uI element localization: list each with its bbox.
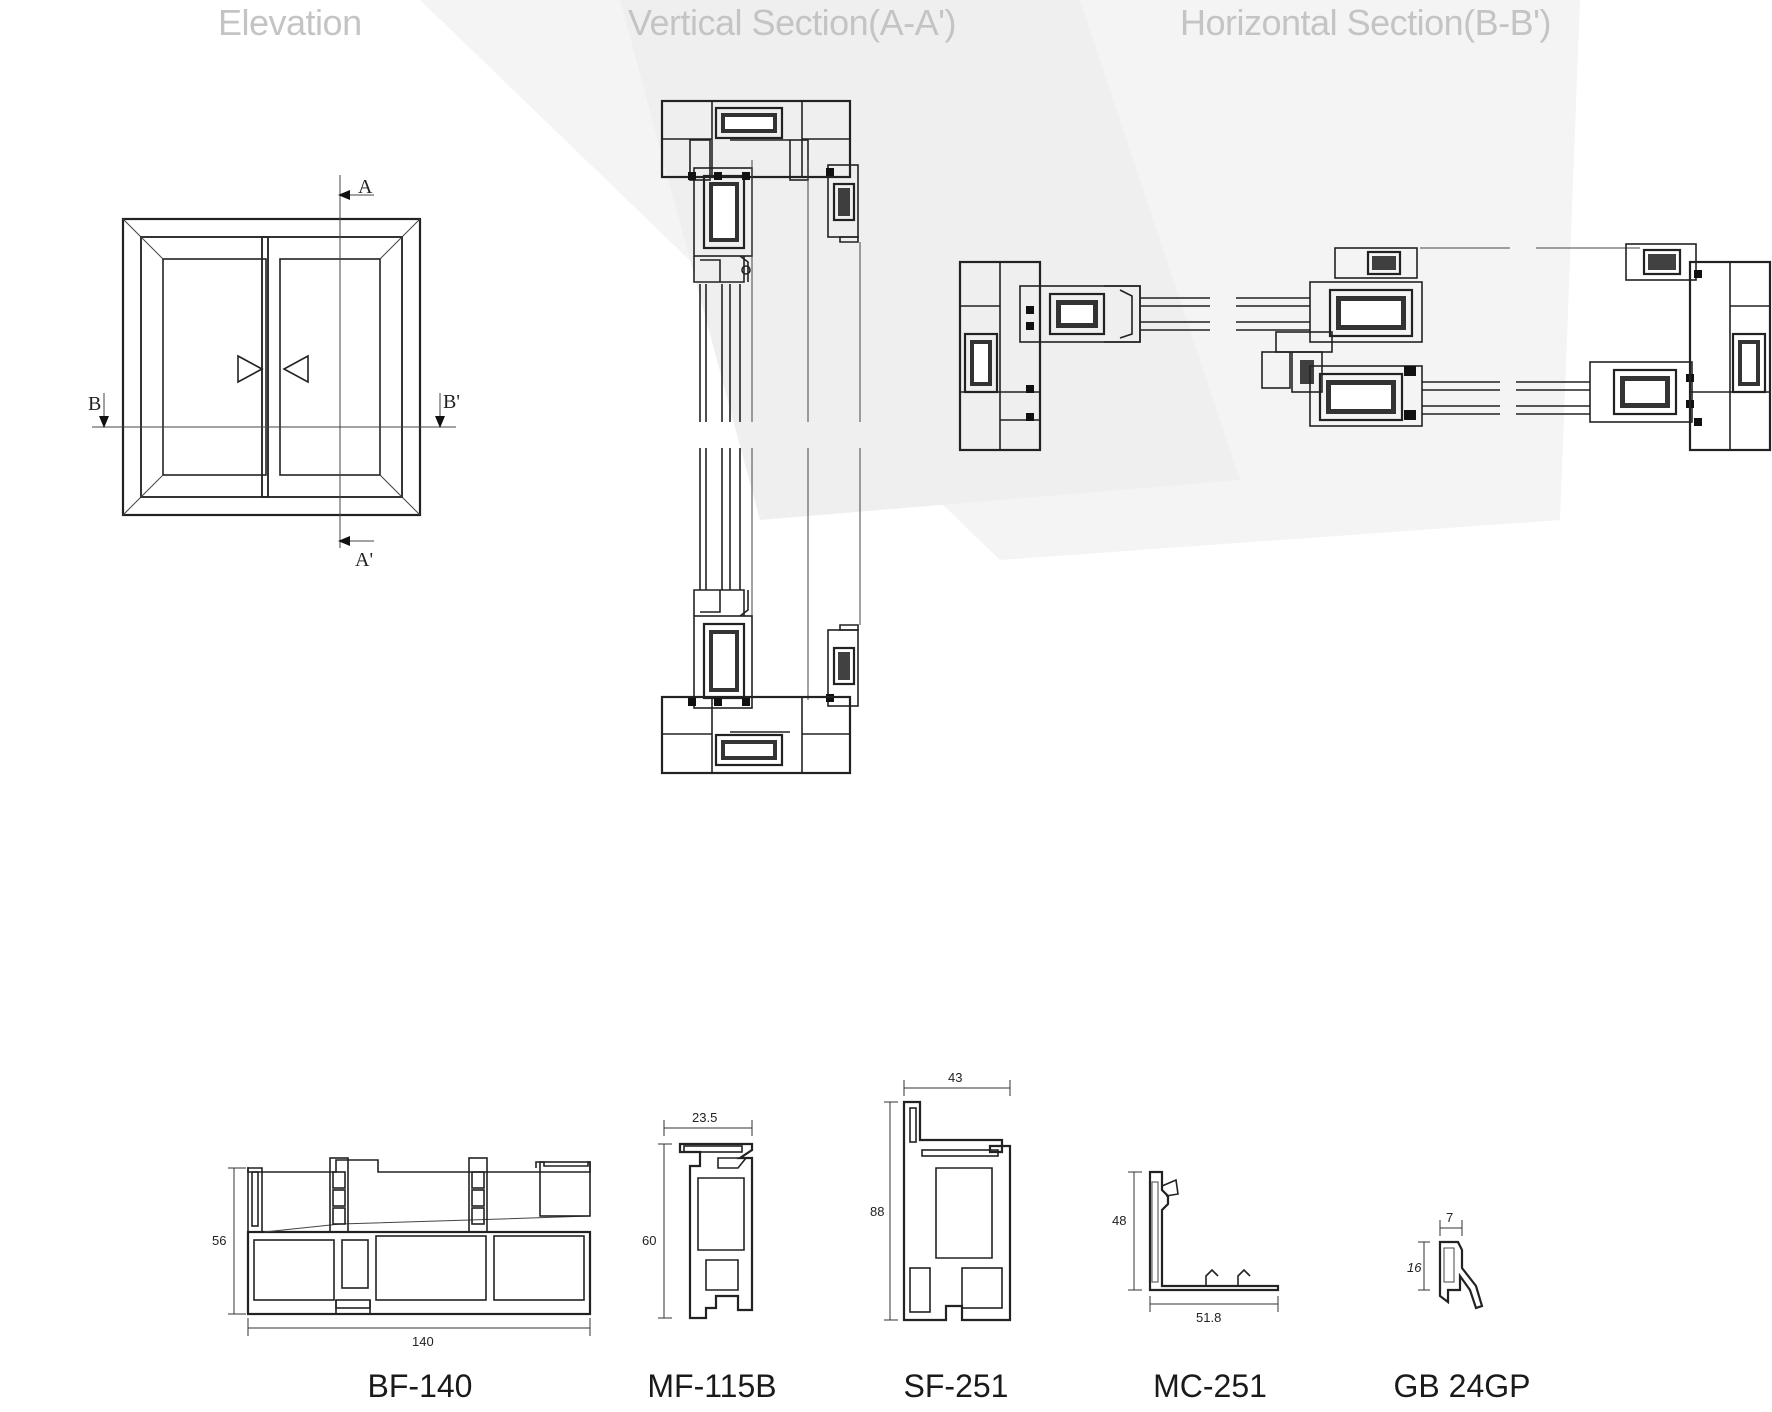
slide-right-arrow-icon xyxy=(237,354,264,384)
horizontal-glazing-right xyxy=(1422,381,1590,415)
gb-24gp-width-dim: 7 xyxy=(1446,1210,1453,1225)
arrow-b-right-icon xyxy=(435,416,445,428)
sf-251-width-dim: 43 xyxy=(948,1070,962,1085)
arrow-a-bottom-icon xyxy=(338,536,350,546)
vertical-glazing xyxy=(699,160,861,700)
mark-b-right: B' xyxy=(443,391,460,413)
horizontal-section-view xyxy=(958,243,1772,452)
upper-sash-left xyxy=(688,167,753,283)
left-sash-horizontal xyxy=(1019,285,1141,343)
left-sash-glass xyxy=(162,258,267,476)
inner-frame xyxy=(140,236,403,498)
mf-115b-height-dim: 60 xyxy=(642,1233,656,1248)
right-jamb-frame xyxy=(1688,260,1772,452)
right-sash-horizontal xyxy=(1589,243,1697,423)
arrow-a-top-icon xyxy=(338,190,350,200)
upper-interlock-right xyxy=(826,164,859,243)
vertical-section-title: Vertical Section(A-A') xyxy=(628,2,957,43)
profile-mc-251: 48 51.8 xyxy=(1112,1170,1280,1325)
mc-251-height-dim: 48 xyxy=(1112,1213,1126,1228)
elevation-view: A A' B B' xyxy=(88,175,460,571)
left-jamb-frame xyxy=(958,260,1042,452)
caption-bf-140: BF-140 xyxy=(367,1368,473,1404)
vertical-section-view xyxy=(660,99,861,775)
head-frame-profile xyxy=(660,99,852,181)
mark-a-bottom: A' xyxy=(355,549,373,571)
profile-mf-115b: 23.5 60 xyxy=(642,1110,754,1320)
horizontal-section-title: Horizontal Section(B-B') xyxy=(1180,2,1552,43)
bf-140-height-dim: 56 xyxy=(212,1233,226,1248)
right-sash-glass xyxy=(279,258,381,476)
caption-mc-251: MC-251 xyxy=(1153,1368,1267,1404)
mf-115b-width-dim: 23.5 xyxy=(692,1110,717,1125)
profile-gb-24gp: 7 16 xyxy=(1407,1210,1484,1310)
meeting-stile xyxy=(1261,247,1640,427)
lower-sash xyxy=(688,589,753,709)
arrow-b-left-icon xyxy=(99,416,109,428)
bf-140-width-dim: 140 xyxy=(412,1334,434,1349)
caption-gb-24gp: GB 24GP xyxy=(1393,1368,1531,1404)
mark-b-left: B xyxy=(88,393,101,415)
mark-a-top: A xyxy=(358,176,373,198)
right-sash xyxy=(261,236,403,498)
left-sash xyxy=(140,236,269,498)
slide-left-arrow-icon xyxy=(282,354,309,384)
profile-bf-140: 56 140 xyxy=(212,1157,592,1349)
sill-frame-profile xyxy=(660,695,852,775)
outer-frame xyxy=(121,217,422,517)
sf-251-height-dim: 88 xyxy=(870,1204,884,1219)
caption-sf-251: SF-251 xyxy=(903,1368,1009,1404)
lower-interlock-right xyxy=(826,624,859,707)
gb-24gp-height-dim: 16 xyxy=(1407,1260,1422,1275)
profile-sf-251: 43 88 xyxy=(870,1070,1012,1322)
mc-251-width-dim: 51.8 xyxy=(1196,1310,1221,1325)
caption-mf-115b: MF-115B xyxy=(647,1368,777,1404)
horizontal-glazing-left xyxy=(1140,297,1310,331)
elevation-title: Elevation xyxy=(218,2,362,43)
